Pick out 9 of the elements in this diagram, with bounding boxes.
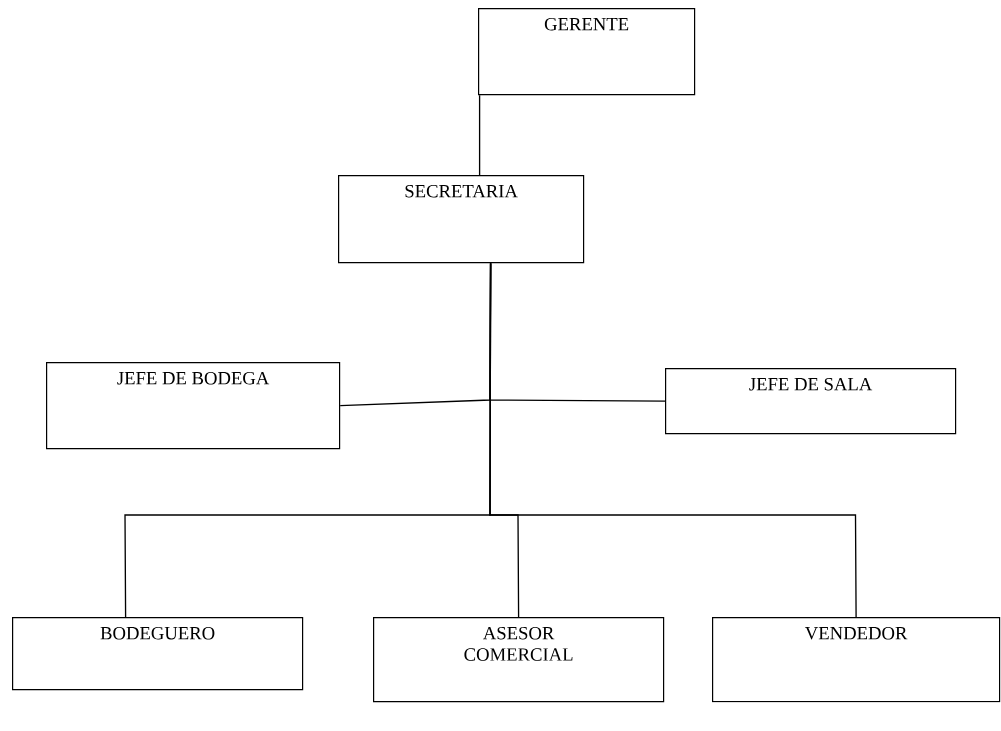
connector-line [489,262,857,618]
org-box: JEFE DE SALA [665,367,957,435]
connector-line [478,94,481,176]
org-box: ASESOR COMERCIAL [373,617,665,703]
org-box: GERENTE [478,8,696,96]
org-box: VENDEDOR [712,617,1001,703]
org-box: BODEGUERO [12,617,304,691]
org-box: JEFE DE BODEGA [46,362,341,450]
org-box: SECRETARIA [338,175,585,264]
